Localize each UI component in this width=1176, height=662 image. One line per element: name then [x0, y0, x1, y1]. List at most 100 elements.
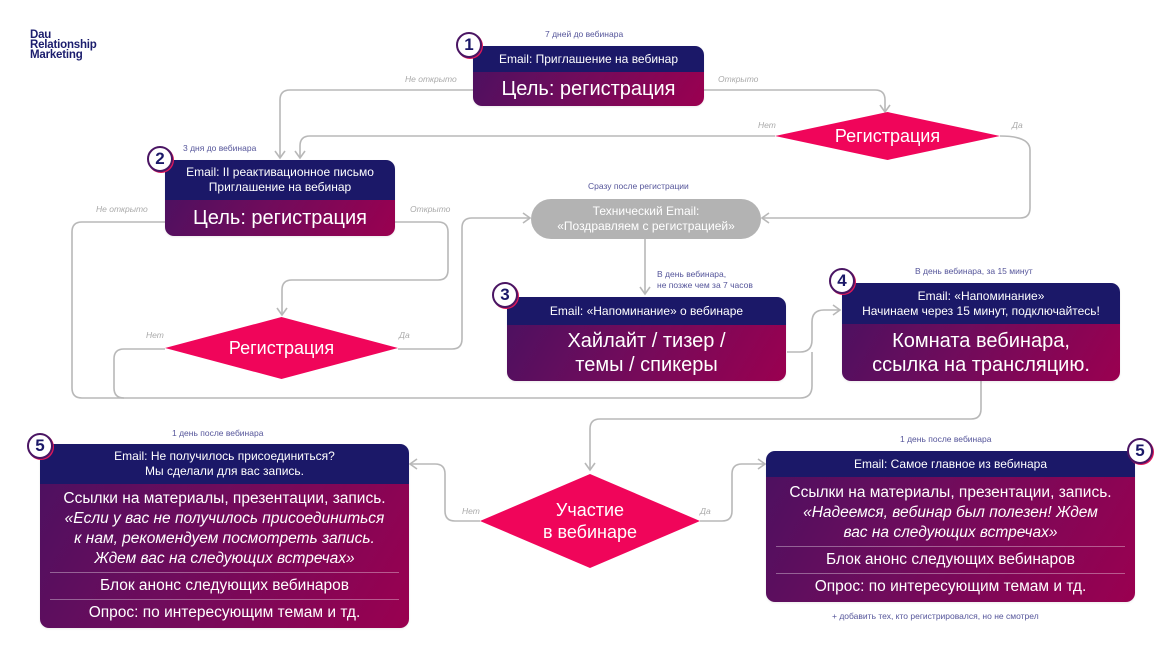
edge-label-yes: Да: [1012, 120, 1023, 130]
step-5-left-quote-line: «Если у вас не получилось присоединиться: [64, 510, 385, 527]
step-5-left-announce: Блок анонс следующих вебинаров: [100, 577, 349, 594]
edge-label-not-opened: Не открыто: [96, 204, 148, 214]
step-5-right-badge: 5: [1127, 438, 1153, 464]
divider: [50, 572, 399, 573]
step-4-body-line: ссылка на трансляцию.: [872, 353, 1090, 376]
step-2-body: Цель: регистрация: [165, 200, 395, 236]
diamond-shape: [775, 112, 1000, 160]
edge-label-opened: Открыто: [410, 204, 451, 214]
step-5-right-header-line: Email: Самое главное из вебинара: [853, 456, 1048, 471]
edge-label-yes: Да: [399, 330, 410, 340]
step-5-right-quote-line: «Надеемся, вебинар был полезен! Ждем: [803, 503, 1098, 521]
logo-line: Dau: [30, 29, 52, 41]
edge-label-no: Нет: [146, 330, 164, 340]
step-5-right-timing: 1 день после вебинара: [900, 434, 992, 444]
divider: [50, 599, 399, 600]
decision-participation: Участие в вебинаре: [480, 474, 700, 568]
step-1-card: Email: Приглашение на вебинар Цель: реги…: [473, 46, 704, 106]
step-2-header-line: Приглашение на вебинар: [208, 180, 352, 194]
edge-label-opened: Открыто: [718, 74, 759, 84]
connector-3-to-4: [787, 304, 842, 353]
step-3-body-line: темы / спикеры: [575, 354, 718, 376]
step-2-header: Email: II реактивационное письмо Приглаш…: [165, 160, 395, 200]
step-3-card: Email: «Напоминание» о вебинаре Хайлайт …: [507, 297, 786, 381]
connector-decB-no: [113, 348, 165, 399]
step-1-timing: 7 дней до вебинара: [545, 29, 624, 39]
step-5-right-card: Email: Самое главное из вебинара Ссылки …: [766, 451, 1135, 602]
step-3-body-line: Хайлайт / тизер /: [567, 330, 726, 352]
step-4-header-line: Email: «Напоминание»: [917, 288, 1045, 303]
step-2-card: Email: II реактивационное письмо Приглаш…: [165, 160, 395, 236]
step-5-right-announce: Блок анонс следующих вебинаров: [826, 550, 1075, 568]
brand-logo: Dau Relationship Marketing: [30, 29, 97, 61]
step-5-right-quote-line: вас на следующих встречах»: [843, 523, 1058, 541]
diamond-shape: [480, 474, 700, 568]
connector-decA-no: [294, 135, 775, 160]
decision-registration-1: Регистрация: [775, 112, 1000, 160]
decision-label: Регистрация: [228, 338, 335, 358]
logo-line: Relationship: [30, 39, 97, 51]
step-5-left-poll: Опрос: по интересующим темам и тд.: [88, 604, 361, 621]
step-2-goal: Цель: регистрация: [192, 207, 368, 229]
step-5-left-header-line: Мы сделали для вас запись.: [145, 464, 304, 478]
step-5-right-body: Ссылки на материалы, презентации, запись…: [766, 477, 1135, 602]
step-3-body: Хайлайт / тизер / темы / спикеры: [507, 325, 786, 381]
step-3-timing: В день вебинара, не позже чем за 7 часов: [657, 269, 753, 291]
step-2-header-line: Email: II реактивационное письмо: [186, 165, 374, 179]
step-1-body: Цель: регистрация: [473, 72, 704, 106]
step-5-right-footnote: + добавить тех, кто регистрировался, но …: [832, 611, 1039, 621]
edge-label-no: Нет: [462, 506, 480, 516]
connector-2-not-opened: [71, 221, 800, 399]
step-1-header-line: Email: Приглашение на вебинар: [498, 51, 679, 66]
connector-2-opened: [276, 221, 449, 317]
step-4-header: Email: «Напоминание» Начинаем через 15 м…: [842, 283, 1120, 324]
step-3-timing-line: не позже чем за 7 часов: [657, 280, 753, 290]
decision-registration-2: Регистрация: [165, 317, 398, 379]
step-5-left-body-main: Ссылки на материалы, презентации, запись…: [63, 490, 386, 507]
connector-4-to-participation: [584, 381, 982, 472]
step-5-left-header: Email: Не получилось присоединиться? Мы …: [40, 444, 409, 484]
step-3-header: Email: «Напоминание» о вебинаре: [507, 297, 786, 325]
step-1-badge: 1: [456, 32, 482, 58]
connector-participation-no: [408, 458, 480, 522]
step-5-left-quote-line: Ждем вас на следующих встречах»: [94, 550, 355, 567]
step-2-timing: 3 дня до вебинара: [183, 143, 257, 153]
step-3-timing-line: В день вебинара,: [657, 269, 727, 279]
step-1-header: Email: Приглашение на вебинар: [473, 46, 704, 72]
connector-decA-yes: [760, 135, 1031, 224]
connector-loop-to-4: [799, 352, 813, 399]
technical-email-line: Технический Email:: [592, 204, 700, 218]
step-4-badge: 4: [829, 268, 855, 294]
step-5-right-body-main: Ссылки на материалы, презентации, запись…: [789, 483, 1112, 501]
step-4-card: Email: «Напоминание» Начинаем через 15 м…: [842, 283, 1120, 381]
technical-email-timing: Сразу после регистрации: [588, 181, 689, 191]
step-5-right-poll: Опрос: по интересующим темам и тд.: [814, 577, 1087, 595]
step-5-left-body: Ссылки на материалы, презентации, запись…: [40, 484, 409, 628]
connector-decB-yes: [398, 212, 532, 350]
step-5-left-header-line: Email: Не получилось присоединиться?: [114, 449, 335, 463]
technical-email-card: Технический Email: «Поздравляем с регист…: [531, 199, 761, 239]
step-5-right-header: Email: Самое главное из вебинара: [766, 451, 1135, 477]
step-1-goal: Цель: регистрация: [501, 78, 676, 100]
diamond-shape: [165, 317, 398, 379]
connector-1-opened: [704, 89, 891, 114]
step-5-left-card: Email: Не получилось присоединиться? Мы …: [40, 444, 409, 628]
divider: [776, 545, 1125, 547]
connector-participation-yes: [700, 458, 767, 522]
step-4-header-line: Начинаем через 15 минут, подключайтесь!: [862, 303, 1100, 318]
step-4-body-line: Комната вебинара,: [892, 329, 1070, 352]
edge-label-not-opened: Не открыто: [405, 74, 457, 84]
decision-label: Участие: [555, 500, 625, 520]
step-5-left-timing: 1 день после вебинара: [172, 428, 264, 438]
decision-label: в вебинаре: [542, 522, 638, 542]
step-3-header-line: Email: «Напоминание» о вебинаре: [549, 303, 744, 318]
step-4-timing: В день вебинара, за 15 минут: [915, 266, 1033, 276]
logo-line: Marketing: [30, 49, 83, 61]
edge-label-no: Нет: [758, 120, 776, 130]
connector-1-not-opened: [274, 89, 473, 160]
edge-label-yes: Да: [700, 506, 711, 516]
divider: [776, 572, 1125, 574]
step-5-left-badge: 5: [27, 433, 53, 459]
step-2-badge: 2: [147, 146, 173, 172]
